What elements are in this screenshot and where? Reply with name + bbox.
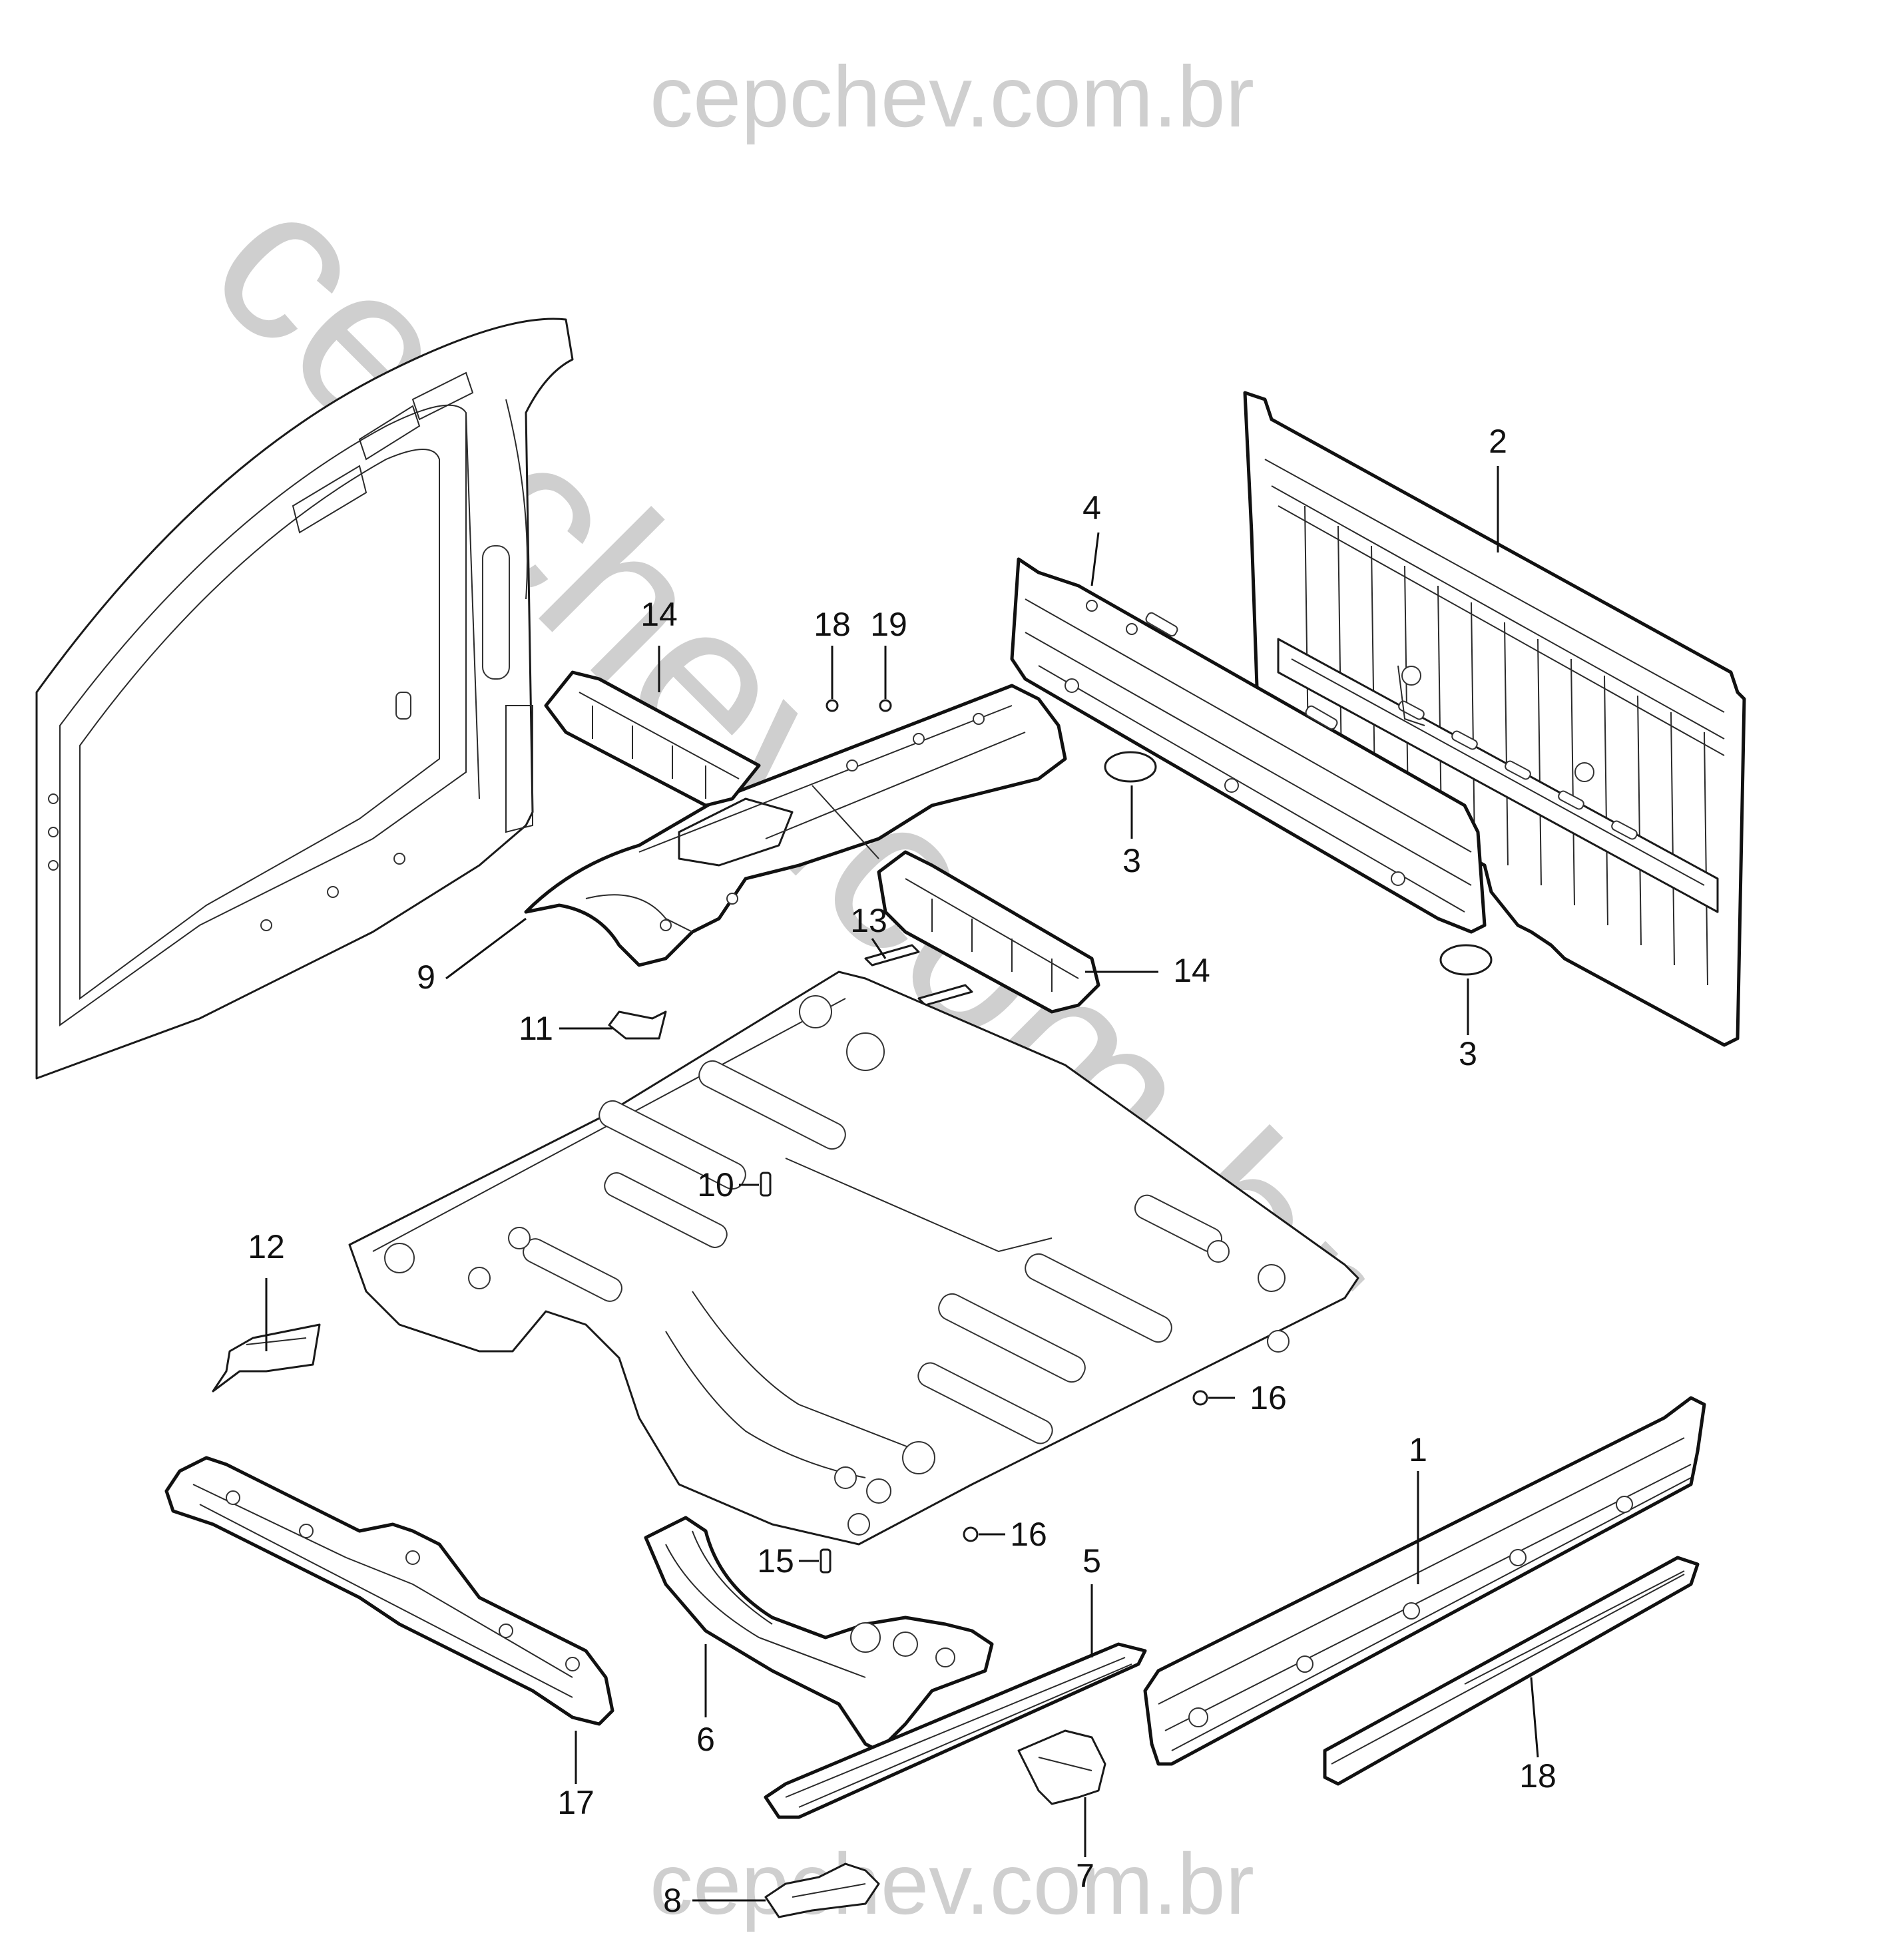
part-12-bracket <box>212 1323 321 1393</box>
part-5-inner-sill <box>764 1642 1147 1819</box>
callout-16-lower: 16 <box>1010 1516 1047 1553</box>
callout-16-upper: 16 <box>1250 1379 1287 1416</box>
side-body-frame <box>35 318 574 1080</box>
callout-18-right: 19 <box>870 606 907 643</box>
callout-17: 17 <box>557 1784 595 1821</box>
part-8-bracket <box>764 1862 880 1918</box>
part-17-rail <box>164 1456 614 1726</box>
callout-2: 2 <box>1489 423 1507 460</box>
part-1-rocker-panel <box>1143 1396 1706 1766</box>
part-16-nuts <box>963 1390 1208 1542</box>
callout-7: 7 <box>1076 1857 1094 1894</box>
callout-8: 8 <box>663 1882 682 1919</box>
callout-10: 10 <box>697 1166 734 1203</box>
part-14-left-bracket <box>544 670 761 807</box>
part-3-plugs <box>1104 751 1493 976</box>
part-14-right-bracket <box>877 850 1100 1014</box>
callout-labels: 2 4 3 3 14 18 19 9 13 14 11 10 12 16 16 … <box>248 423 1556 1919</box>
callout-3-lower: 3 <box>1459 1035 1477 1072</box>
callout-6: 6 <box>696 1721 715 1758</box>
part-9-tunnel-reinforcement <box>524 684 1067 967</box>
callout-14-lower: 14 <box>1173 952 1210 989</box>
callout-19: 18 <box>1519 1757 1556 1795</box>
callout-4: 4 <box>1082 489 1101 527</box>
part-10-stud <box>760 1172 772 1197</box>
callout-13: 13 <box>850 902 887 939</box>
part-4-cross-member <box>1010 557 1487 934</box>
callout-3-upper: 3 <box>1122 842 1141 879</box>
watermark-bottom: cepchev.com.br <box>650 1835 1254 1932</box>
part-15-stud <box>820 1548 832 1574</box>
rear-panel-ribs <box>1304 505 1708 986</box>
part-2-rear-panel <box>1243 391 1746 1047</box>
part-6-front-rail <box>644 1516 994 1753</box>
part-7-bracket <box>1017 1729 1106 1805</box>
callout-9: 9 <box>417 959 435 996</box>
callout-1: 1 <box>1409 1431 1427 1468</box>
callout-18-left: 18 <box>814 606 851 643</box>
part-11-bracket <box>608 1010 667 1040</box>
callout-14-upper: 14 <box>640 596 678 633</box>
watermark-top: cepchev.com.br <box>650 48 1254 145</box>
part-18-nuts <box>826 699 892 712</box>
callout-5: 5 <box>1082 1542 1101 1580</box>
callout-12: 12 <box>248 1228 285 1265</box>
callout-15: 15 <box>757 1542 794 1580</box>
part-19-sill-reinforcement <box>1323 1556 1700 1786</box>
callout-11: 11 <box>519 1010 553 1047</box>
main-floor-panel <box>348 971 1359 1546</box>
leader-lines <box>265 466 1539 1902</box>
